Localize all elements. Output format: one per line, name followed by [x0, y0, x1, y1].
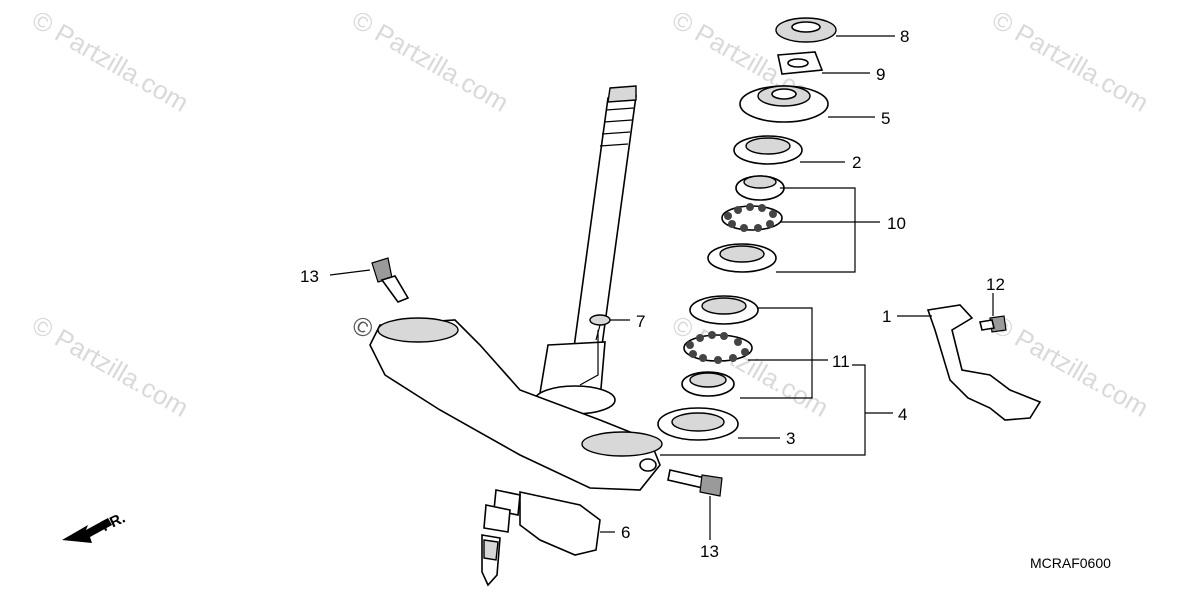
watermark-5: © Partzilla.com: [27, 309, 194, 423]
callout-13-bottom: 13: [700, 542, 719, 561]
callout-8: 8: [900, 27, 909, 46]
ball-bearings-lower: [686, 331, 749, 364]
callout-2: 2: [852, 153, 861, 172]
callouts: 8 9 5 2 10 11 4 3 7 6 13 13 12 1: [300, 27, 1005, 561]
adjusting-nut-5: [739, 85, 829, 123]
ball-bearings-upper: [724, 203, 777, 232]
watermark-2: © Partzilla.com: [347, 4, 514, 118]
callout-7: 7: [636, 312, 645, 331]
bolt-12: [979, 315, 1007, 333]
front-direction-indicator: FR.: [62, 509, 128, 543]
watermark-1: © Partzilla.com: [27, 4, 194, 118]
dust-seal-3: [657, 407, 739, 441]
callout-10: 10: [887, 214, 906, 233]
callout-9: 9: [876, 65, 885, 84]
leader-lines: [329, 35, 994, 540]
lower-bearing-11: [681, 295, 759, 397]
callout-5: 5: [881, 109, 890, 128]
callout-11: 11: [832, 352, 850, 371]
bottom-bridge: [369, 317, 663, 491]
callout-3: 3: [786, 429, 795, 448]
callout-13-left: 13: [300, 267, 319, 286]
callout-1: 1: [882, 307, 891, 326]
watermark-6: © Partzilla.com: [667, 309, 834, 423]
ignition-switch-6: [481, 489, 601, 587]
lock-washer-9: [777, 51, 824, 75]
callout-4: 4: [898, 405, 907, 424]
steering-stem: [534, 85, 637, 415]
callout-6: 6: [621, 523, 630, 542]
lock-nut-8: [775, 17, 837, 43]
bolt-13-left: [371, 257, 410, 303]
dust-seal-2: [733, 135, 803, 165]
diagram-code: MCRAF0600: [1030, 555, 1111, 571]
bolt-13-bottom: [667, 469, 723, 497]
front-label: FR.: [99, 509, 128, 535]
upper-bearing-10: [707, 175, 785, 273]
watermark-4: © Partzilla.com: [987, 4, 1154, 118]
callout-12: 12: [986, 275, 1005, 294]
bracket-1: [926, 304, 1042, 421]
